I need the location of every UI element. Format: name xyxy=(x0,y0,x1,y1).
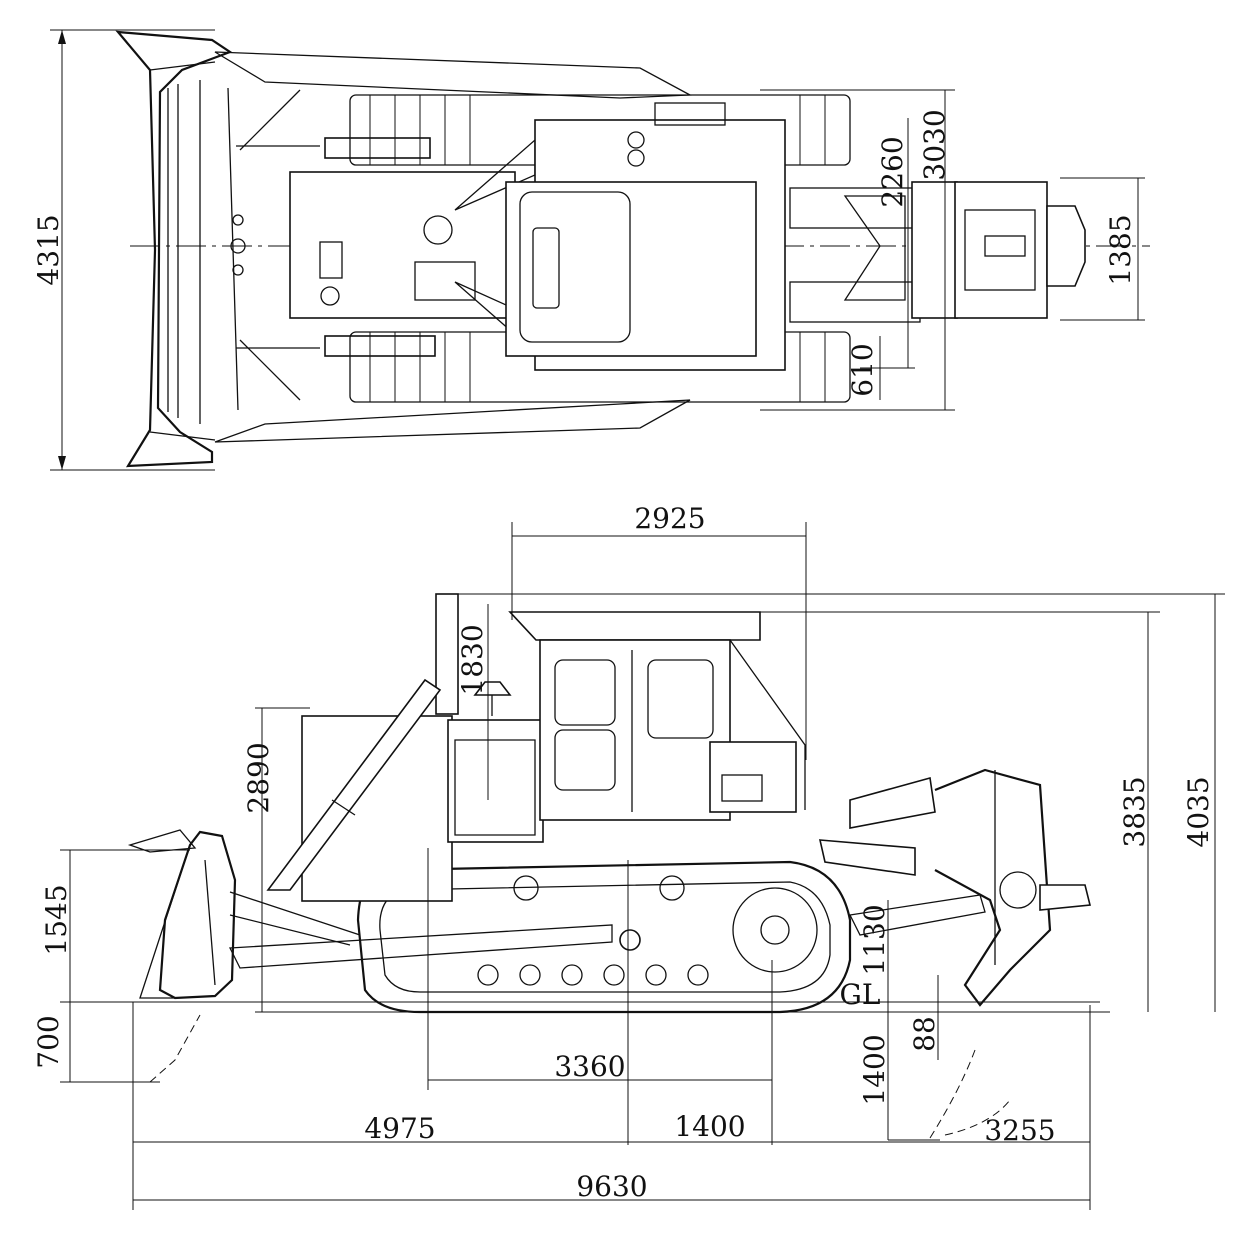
track-gauge-label: 2260 xyxy=(876,136,909,207)
ripper-width-label: 1385 xyxy=(1104,214,1137,285)
front-length-label: 4975 xyxy=(364,1112,435,1145)
ripper-reach-label: 3255 xyxy=(984,1114,1055,1147)
ground-clearance-label: 88 xyxy=(908,1016,941,1052)
cab-length-label: 2925 xyxy=(634,502,705,535)
overall-length-label: 9630 xyxy=(576,1170,647,1203)
ripper-lift-label: 1130 xyxy=(858,904,891,975)
overall-height-label: 4035 xyxy=(1182,776,1215,847)
shoe-width-label: 610 xyxy=(846,343,879,396)
track-gauge-outer-label: 3030 xyxy=(918,109,951,180)
plan-view xyxy=(50,29,1150,471)
hood-height-label: 2890 xyxy=(242,742,275,813)
overall-width-label: 4315 xyxy=(32,214,65,285)
ground-line-label: GL xyxy=(840,978,881,1011)
center-offset-label: 1400 xyxy=(674,1110,745,1143)
cab-height-label: 3835 xyxy=(1118,776,1151,847)
ripper-depth-label: 1400 xyxy=(858,1034,891,1105)
blade-height-label: 1545 xyxy=(40,884,73,955)
track-length-label: 3360 xyxy=(554,1050,625,1083)
cab-height-above-hood-label: 1830 xyxy=(456,624,489,695)
side-view xyxy=(60,522,1225,1210)
blade-drop-label: 700 xyxy=(32,1015,65,1068)
